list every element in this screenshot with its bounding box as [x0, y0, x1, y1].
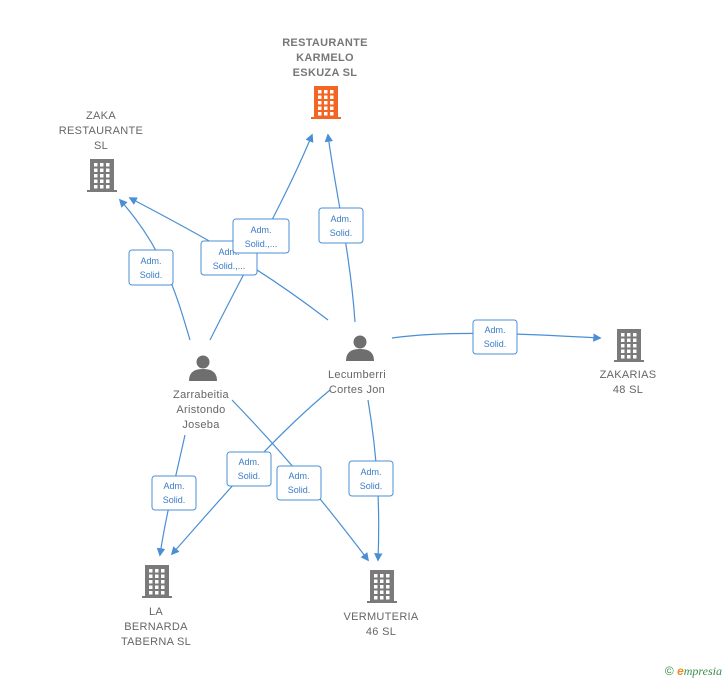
- svg-text:Adm.: Adm.: [250, 225, 271, 235]
- svg-text:Lecumberri: Lecumberri: [328, 369, 386, 381]
- svg-text:Adm.: Adm.: [238, 457, 259, 467]
- svg-text:Adm.: Adm.: [484, 325, 505, 335]
- edge-label-zarrabeitia-zaka[interactable]: Adm. Solid.: [128, 249, 174, 286]
- svg-text:Solid.: Solid.: [140, 270, 163, 280]
- svg-text:Solid.: Solid.: [238, 471, 261, 481]
- edge-label-lecumberri-bernarda[interactable]: Adm. Solid.: [226, 451, 272, 487]
- node-vermuteria[interactable]: VERMUTERIA 46 SL: [343, 570, 419, 638]
- svg-text:Solid.,...: Solid.,...: [245, 239, 278, 249]
- edge-label-zarrabeitia-bernarda[interactable]: Adm. Solid.: [151, 475, 197, 511]
- node-restaurante[interactable]: RESTAURANTE KARMELO ESKUZA SL: [282, 37, 368, 119]
- edge-labels: Adm. Solid. Adm. Solid.,... Adm. Solid.,…: [128, 207, 518, 511]
- svg-text:Adm.: Adm.: [140, 256, 161, 266]
- svg-text:RESTAURANTE: RESTAURANTE: [282, 37, 368, 49]
- edge-label-zarrabeitia-restaurante[interactable]: Adm. Solid.,...: [232, 218, 290, 254]
- building-icon: [87, 159, 117, 192]
- svg-text:Solid.: Solid.: [484, 339, 507, 349]
- svg-text:Aristondo: Aristondo: [176, 404, 225, 416]
- svg-text:Solid.,...: Solid.,...: [213, 261, 246, 271]
- svg-text:RESTAURANTE: RESTAURANTE: [59, 125, 143, 137]
- copyright-footer: © empresia: [665, 664, 722, 679]
- node-bernarda[interactable]: LA BERNARDA TABERNA SL: [121, 565, 191, 648]
- svg-text:BERNARDA: BERNARDA: [124, 621, 188, 633]
- person-icon: [346, 335, 374, 361]
- svg-text:Solid.: Solid.: [163, 495, 186, 505]
- svg-text:Cortes Jon: Cortes Jon: [329, 384, 385, 396]
- building-icon: [311, 86, 341, 119]
- edge-label-lecumberri-restaurante[interactable]: Adm. Solid.: [318, 207, 364, 244]
- svg-text:48 SL: 48 SL: [613, 384, 643, 396]
- svg-text:LA: LA: [149, 606, 163, 618]
- svg-text:Solid.: Solid.: [288, 485, 311, 495]
- svg-text:Adm.: Adm.: [218, 247, 239, 257]
- building-icon: [367, 570, 397, 603]
- svg-text:Solid.: Solid.: [330, 228, 353, 238]
- svg-text:Solid.: Solid.: [360, 481, 383, 491]
- building-icon: [142, 565, 172, 598]
- svg-text:Joseba: Joseba: [182, 419, 220, 431]
- node-lecumberri[interactable]: Lecumberri Cortes Jon: [328, 335, 386, 397]
- node-zakarias[interactable]: ZAKARIAS 48 SL: [600, 329, 657, 396]
- svg-text:TABERNA SL: TABERNA SL: [121, 636, 191, 648]
- svg-text:Adm.: Adm.: [330, 214, 351, 224]
- node-zaka[interactable]: ZAKA RESTAURANTE SL: [59, 110, 143, 192]
- brand-logo-initial: e: [677, 664, 684, 678]
- svg-text:Adm.: Adm.: [360, 467, 381, 477]
- building-icon: [614, 329, 644, 362]
- person-icon: [189, 355, 217, 381]
- svg-text:SL: SL: [94, 140, 108, 152]
- edge-label-lecumberri-vermuteria[interactable]: Adm. Solid.: [348, 460, 394, 497]
- svg-text:Adm.: Adm.: [163, 481, 184, 491]
- svg-text:ESKUZA SL: ESKUZA SL: [293, 67, 358, 79]
- node-zarrabeitia[interactable]: Zarrabeitia Aristondo Joseba: [173, 355, 229, 432]
- edge-label-zarrabeitia-vermuteria[interactable]: Adm. Solid.: [276, 465, 322, 501]
- svg-text:ZAKARIAS: ZAKARIAS: [600, 369, 657, 381]
- brand-logo-text: mpresia: [683, 664, 722, 678]
- copyright-symbol: ©: [664, 664, 674, 678]
- edge-label-lecumberri-zakarias[interactable]: Adm. Solid.: [472, 319, 518, 355]
- svg-text:Zarrabeitia: Zarrabeitia: [173, 389, 229, 401]
- svg-text:KARMELO: KARMELO: [296, 52, 354, 64]
- svg-text:Adm.: Adm.: [288, 471, 309, 481]
- svg-text:46 SL: 46 SL: [366, 626, 396, 638]
- svg-text:ZAKA: ZAKA: [86, 110, 116, 122]
- svg-text:VERMUTERIA: VERMUTERIA: [343, 611, 418, 623]
